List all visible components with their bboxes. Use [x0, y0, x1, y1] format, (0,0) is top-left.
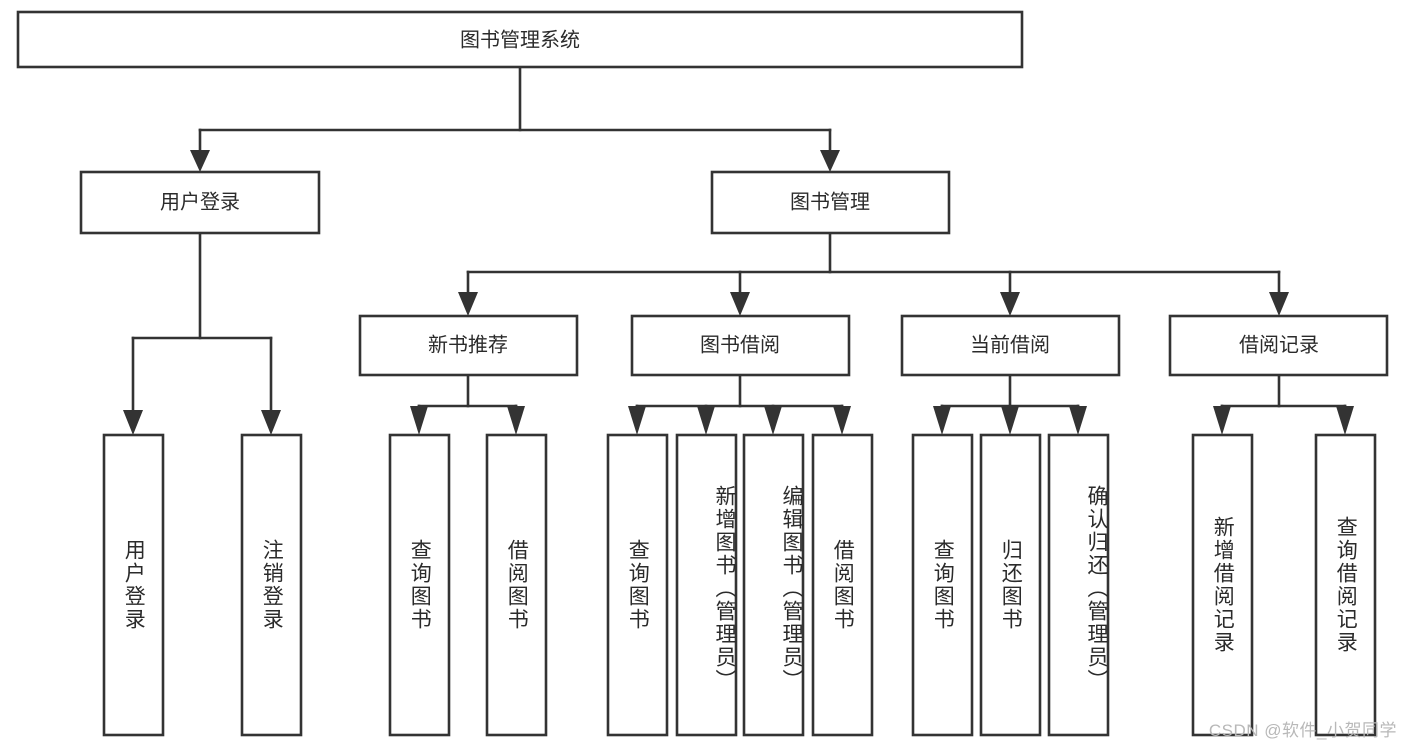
arrowhead-book-borrow [730, 292, 750, 316]
leaf-box-bb-edit[interactable] [742, 433, 805, 737]
arrowhead-new-book [458, 292, 478, 316]
arrowhead-bb-child-2 [764, 406, 782, 435]
arrowhead-borrow-record [1269, 292, 1289, 316]
arrowhead-group [123, 150, 1354, 435]
node-new-book-recommend[interactable]: 新书推荐 [358, 314, 579, 377]
node-current-borrow-label: 当前借阅 [970, 333, 1050, 356]
leaf-box-nb-query[interactable] [388, 433, 451, 737]
node-borrow-record-box[interactable] [1168, 314, 1389, 377]
leaf-box-group [102, 433, 1377, 737]
leaf-box-bb-add[interactable] [675, 433, 738, 737]
node-current-borrow[interactable]: 当前借阅 [900, 314, 1121, 377]
node-root-box[interactable] [16, 10, 1024, 69]
node-borrow-record-label: 借阅记录 [1239, 333, 1319, 356]
node-book-manage-box[interactable] [710, 170, 951, 235]
leaf-box-cb-confirm[interactable] [1047, 433, 1110, 737]
node-root-label: 图书管理系统 [460, 28, 580, 51]
node-user-login-label: 用户登录 [160, 190, 240, 213]
arrowhead-leaf-logout [261, 410, 281, 435]
arrowhead-cb-child-1 [1001, 406, 1019, 435]
arrowhead-cb-child-0 [933, 406, 951, 435]
leaf-box-br-query[interactable] [1314, 433, 1377, 737]
arrowhead-user-login [190, 150, 210, 172]
leaf-box-nb-borrow[interactable] [485, 433, 548, 737]
node-book-borrow-label: 图书借阅 [700, 333, 780, 356]
arrowhead-br-child-1 [1336, 406, 1354, 435]
node-book-manage[interactable]: 图书管理 [710, 170, 951, 235]
leaf-box-bb-query[interactable] [606, 433, 669, 737]
node-user-login-box[interactable] [79, 170, 321, 235]
node-book-borrow[interactable]: 图书借阅 [630, 314, 851, 377]
leaf-box-logout[interactable] [240, 433, 303, 737]
node-user-login[interactable]: 用户登录 [79, 170, 321, 235]
arrowhead-nb-child-0 [410, 406, 428, 435]
arrowhead-br-child-0 [1213, 406, 1231, 435]
leaf-box-bb-borrow[interactable] [811, 433, 874, 737]
arrowhead-book-manage [820, 150, 840, 172]
node-new-book-recommend-label: 新书推荐 [428, 333, 508, 356]
node-current-borrow-box[interactable] [900, 314, 1121, 377]
arrowhead-cb-child-2 [1069, 406, 1087, 435]
arrowhead-bb-child-1 [697, 406, 715, 435]
leaf-box-user-login[interactable] [102, 433, 165, 737]
leaf-box-br-add[interactable] [1191, 433, 1254, 737]
node-book-manage-label: 图书管理 [790, 190, 870, 213]
leaf-box-cb-query[interactable] [911, 433, 974, 737]
node-borrow-record[interactable]: 借阅记录 [1168, 314, 1389, 377]
arrowhead-bb-child-0 [628, 406, 646, 435]
arrowhead-bb-child-3 [833, 406, 851, 435]
leaf-box-cb-return[interactable] [979, 433, 1042, 737]
arrowhead-leaf-user-login [123, 410, 143, 435]
arrowhead-current-borrow [1000, 292, 1020, 316]
watermark-label: CSDN @软件_小贺同学 [1208, 721, 1397, 740]
node-root[interactable]: 图书管理系统 [16, 10, 1024, 69]
node-book-borrow-box[interactable] [630, 314, 851, 377]
arrowhead-nb-child-1 [507, 406, 525, 435]
node-new-book-recommend-box[interactable] [358, 314, 579, 377]
